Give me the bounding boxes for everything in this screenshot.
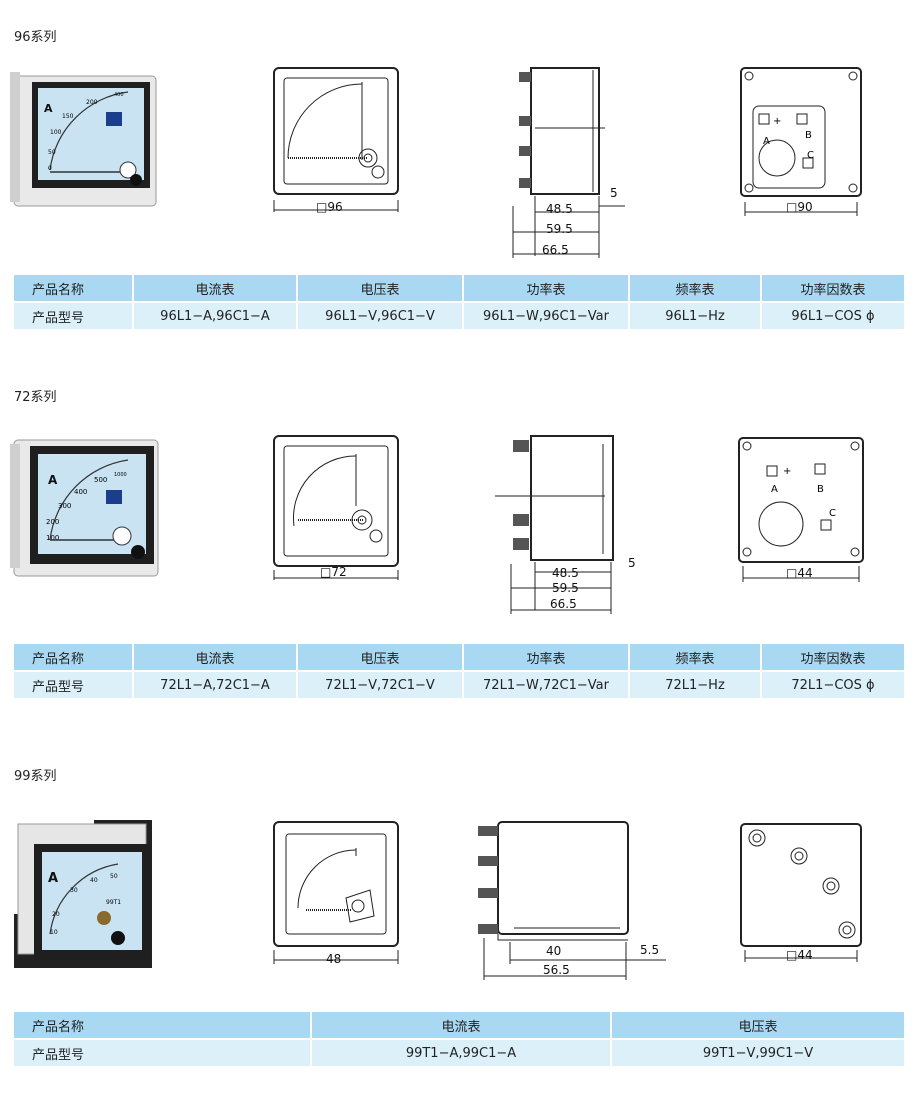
- terminal-label: B: [805, 130, 812, 141]
- table-cell: 电压表: [297, 275, 464, 303]
- back-view-drawing: A B C +: [740, 67, 862, 216]
- dimension-label: □44: [786, 566, 813, 580]
- tick-label: 50: [48, 149, 56, 156]
- table-cell: 72L1−Hz: [629, 671, 762, 700]
- dimension-label: 40: [546, 944, 562, 958]
- tick-label: 10: [50, 929, 58, 936]
- tick-label: 500: [94, 476, 107, 484]
- back-view-drawing: A B C +: [738, 437, 864, 582]
- side-view-drawing: [478, 821, 666, 980]
- model-label: 99T1: [106, 899, 121, 906]
- logo-icon: [106, 112, 122, 126]
- spec-table: 产品名称 电流表 电压表 产品型号 99T1−A,99C1−A 99T1−V,9…: [14, 1012, 906, 1068]
- terminal-label: C: [807, 150, 814, 161]
- back-view-drawing: [740, 823, 862, 962]
- dimension-label: □72: [320, 565, 347, 579]
- table-cell: 功率因数表: [761, 275, 906, 303]
- front-view-drawing: [273, 435, 399, 580]
- tick-label: 200: [86, 99, 98, 106]
- tick-label: 1000: [114, 472, 127, 478]
- table-cell: 72L1−COS ϕ: [761, 671, 906, 700]
- meter-photo: A 100 200 300 400 500 1000: [10, 439, 159, 577]
- front-view-drawing: [273, 67, 399, 212]
- meter-photo: A 0 50 100 150 200 400: [10, 72, 157, 207]
- side-view-drawing: [495, 435, 614, 614]
- dimension-label: 59.5: [552, 581, 579, 595]
- tick-label: 100: [46, 534, 59, 542]
- dimension-label: 66.5: [542, 243, 569, 257]
- tick-label: 40: [90, 877, 98, 884]
- tick-label: 0: [48, 165, 52, 172]
- series-title: 96系列: [14, 30, 57, 45]
- tick-label: 200: [46, 518, 59, 526]
- dimension-label: 59.5: [546, 222, 573, 236]
- dimension-label: 5: [610, 186, 618, 200]
- table-cell: 72L1−V,72C1−V: [297, 671, 464, 700]
- tick-label: 100: [50, 129, 62, 136]
- table-cell: 产品名称: [14, 644, 134, 672]
- terminal-label: +: [783, 466, 791, 477]
- table-cell: 功率表: [463, 275, 630, 303]
- dimension-label: □90: [786, 200, 813, 214]
- meter-photo: A 10 20 30 40 50 99T1: [14, 820, 152, 968]
- spec-table: 产品名称 电流表 电压表 功率表 频率表 功率因数表 产品型号 96L1−A,9…: [14, 275, 906, 331]
- meter-unit: A: [48, 473, 58, 487]
- table-cell: 电流表: [311, 1012, 612, 1040]
- dimension-label: □44: [786, 948, 813, 962]
- zero-adjust-knob-icon: [131, 545, 145, 559]
- tick-label: 400: [74, 488, 87, 496]
- tick-label: 150: [62, 113, 74, 120]
- front-view-drawing: [273, 821, 399, 964]
- dimension-label: 48.5: [546, 202, 573, 216]
- table-cell: 产品型号: [14, 671, 134, 700]
- table-cell: 功率表: [463, 644, 630, 672]
- table-cell: 99T1−A,99C1−A: [311, 1039, 612, 1068]
- tick-label: 20: [52, 911, 60, 918]
- meter-unit: A: [44, 102, 53, 115]
- table-cell: 电流表: [133, 644, 298, 672]
- table-cell: 96L1−W,96C1−Var: [463, 302, 630, 331]
- table-cell: 电压表: [297, 644, 464, 672]
- zero-adjust-knob-icon: [111, 931, 125, 945]
- tick-label: 400: [114, 92, 124, 98]
- dimension-label: 48: [326, 952, 342, 966]
- terminal-label: B: [817, 484, 824, 495]
- tick-label: 50: [110, 873, 118, 880]
- meter-unit: A: [48, 871, 58, 886]
- table-cell: 96L1−V,96C1−V: [297, 302, 464, 331]
- dimension-label: 48.5: [552, 566, 579, 580]
- zero-adjust-knob-icon: [130, 174, 142, 186]
- table-cell: 72L1−W,72C1−Var: [463, 671, 630, 700]
- table-cell: 99T1−V,99C1−V: [611, 1039, 906, 1068]
- tick-label: 300: [58, 502, 71, 510]
- table-cell: 功率因数表: [761, 644, 906, 672]
- table-cell: 产品型号: [14, 1039, 312, 1068]
- series-title: 72系列: [14, 390, 57, 405]
- table-cell: 96L1−COS ϕ: [761, 302, 906, 331]
- table-cell: 72L1−A,72C1−A: [133, 671, 298, 700]
- terminal-label: +: [773, 116, 781, 127]
- tick-label: 30: [70, 887, 78, 894]
- table-cell: 产品型号: [14, 302, 134, 331]
- dimension-label: □96: [316, 200, 343, 214]
- table-cell: 电流表: [133, 275, 298, 303]
- side-view-drawing: [512, 67, 625, 258]
- table-cell: 频率表: [629, 644, 762, 672]
- dimension-label: 5: [628, 556, 636, 570]
- dimension-label: 56.5: [543, 963, 570, 977]
- table-cell: 电压表: [611, 1012, 906, 1040]
- series-title: 99系列: [14, 769, 57, 784]
- logo-icon: [106, 490, 122, 504]
- dimension-label: 5.5: [640, 943, 660, 957]
- table-cell: 96L1−A,96C1−A: [133, 302, 298, 331]
- spec-table: 产品名称 电流表 电压表 功率表 频率表 功率因数表 产品型号 72L1−A,7…: [14, 644, 906, 700]
- table-cell: 产品名称: [14, 1012, 312, 1040]
- dimension-label: 66.5: [550, 597, 577, 611]
- table-cell: 96L1−Hz: [629, 302, 762, 331]
- terminal-label: A: [763, 136, 770, 147]
- terminal-label: C: [829, 508, 836, 519]
- table-cell: 产品名称: [14, 275, 134, 303]
- terminal-label: A: [771, 484, 778, 495]
- table-cell: 频率表: [629, 275, 762, 303]
